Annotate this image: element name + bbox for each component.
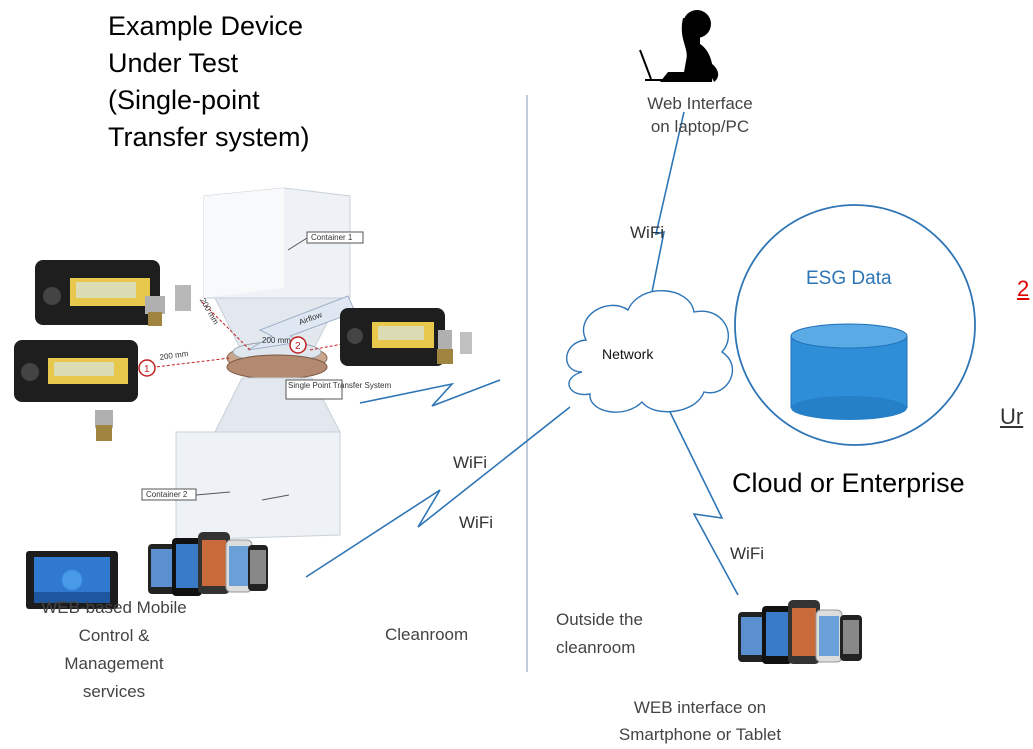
tablet-icon [26,551,118,609]
mobile-caption-line: services [82,682,146,701]
mobile-caption-line: Management [64,654,164,673]
mobile-caption-line: Control & [78,626,150,645]
wifi-link-smartphone-network [669,411,739,596]
title-line: Under Test [108,48,239,78]
marker-1: 1 [144,364,150,375]
laptop-caption: Web Interface on laptop/PC [625,92,775,138]
title-line: Example Device [108,11,304,41]
spts-label: Single Point Transfer System [288,381,391,390]
particle-counter-icon [14,340,138,441]
outside-line: Outside the [556,610,643,629]
database-icon [790,323,908,420]
laptop-caption-line: Web Interface [647,94,753,113]
mobile-caption-line: WEB-based Mobile [41,598,187,617]
smartphones-icon [738,600,862,664]
smartphones-icon [148,532,268,596]
transfer-system-illustration [138,187,364,541]
wifi-label-smartphone: WiFi [730,544,764,563]
smartphone-caption: WEB interface on Smartphone or Tablet [585,694,815,748]
container1-label: Container 1 [311,233,353,242]
distance-label-1: 200 mm [159,349,189,362]
smartphone-caption-line: Smartphone or Tablet [618,725,782,744]
wifi-label-mobile: WiFi [459,513,493,532]
esg-data-label: ESG Data [806,268,892,289]
wifi-link-laptop-network [651,111,685,293]
title-line: (Single-point [108,85,260,115]
outside-cleanroom-label: Outside the cleanroom [556,606,643,662]
mobile-services-caption: WEB-based Mobile Control & Management se… [14,594,214,706]
particle-counter-icon [340,308,472,366]
wifi-label-laptop: WiFi [630,223,664,242]
outside-line: cleanroom [556,638,636,657]
partial-underlined-text: Ur [1000,404,1024,429]
wifi-link-devices-network [359,379,501,407]
partial-red-text: 2 [1017,276,1030,301]
cleanroom-label: Cleanroom [385,625,469,644]
network-label: Network [602,346,654,362]
device-under-test-title: Example Device Under Test (Single-point … [108,8,408,156]
wifi-link-mobile-network [305,406,571,578]
smartphone-caption-line: WEB interface on [633,698,767,717]
person-laptop-icon [639,10,719,82]
laptop-caption-line: on laptop/PC [650,117,750,136]
cloud-enterprise-label: Cloud or Enterprise [732,468,965,498]
title-line: Transfer system) [108,122,310,152]
marker-2: 2 [295,341,301,352]
distance-label-2: 200 mm [262,336,291,345]
network-cloud-icon [566,290,734,413]
wifi-label-devices: WiFi [453,453,487,472]
particle-counter-icon [35,260,191,326]
container2-label: Container 2 [146,490,188,499]
